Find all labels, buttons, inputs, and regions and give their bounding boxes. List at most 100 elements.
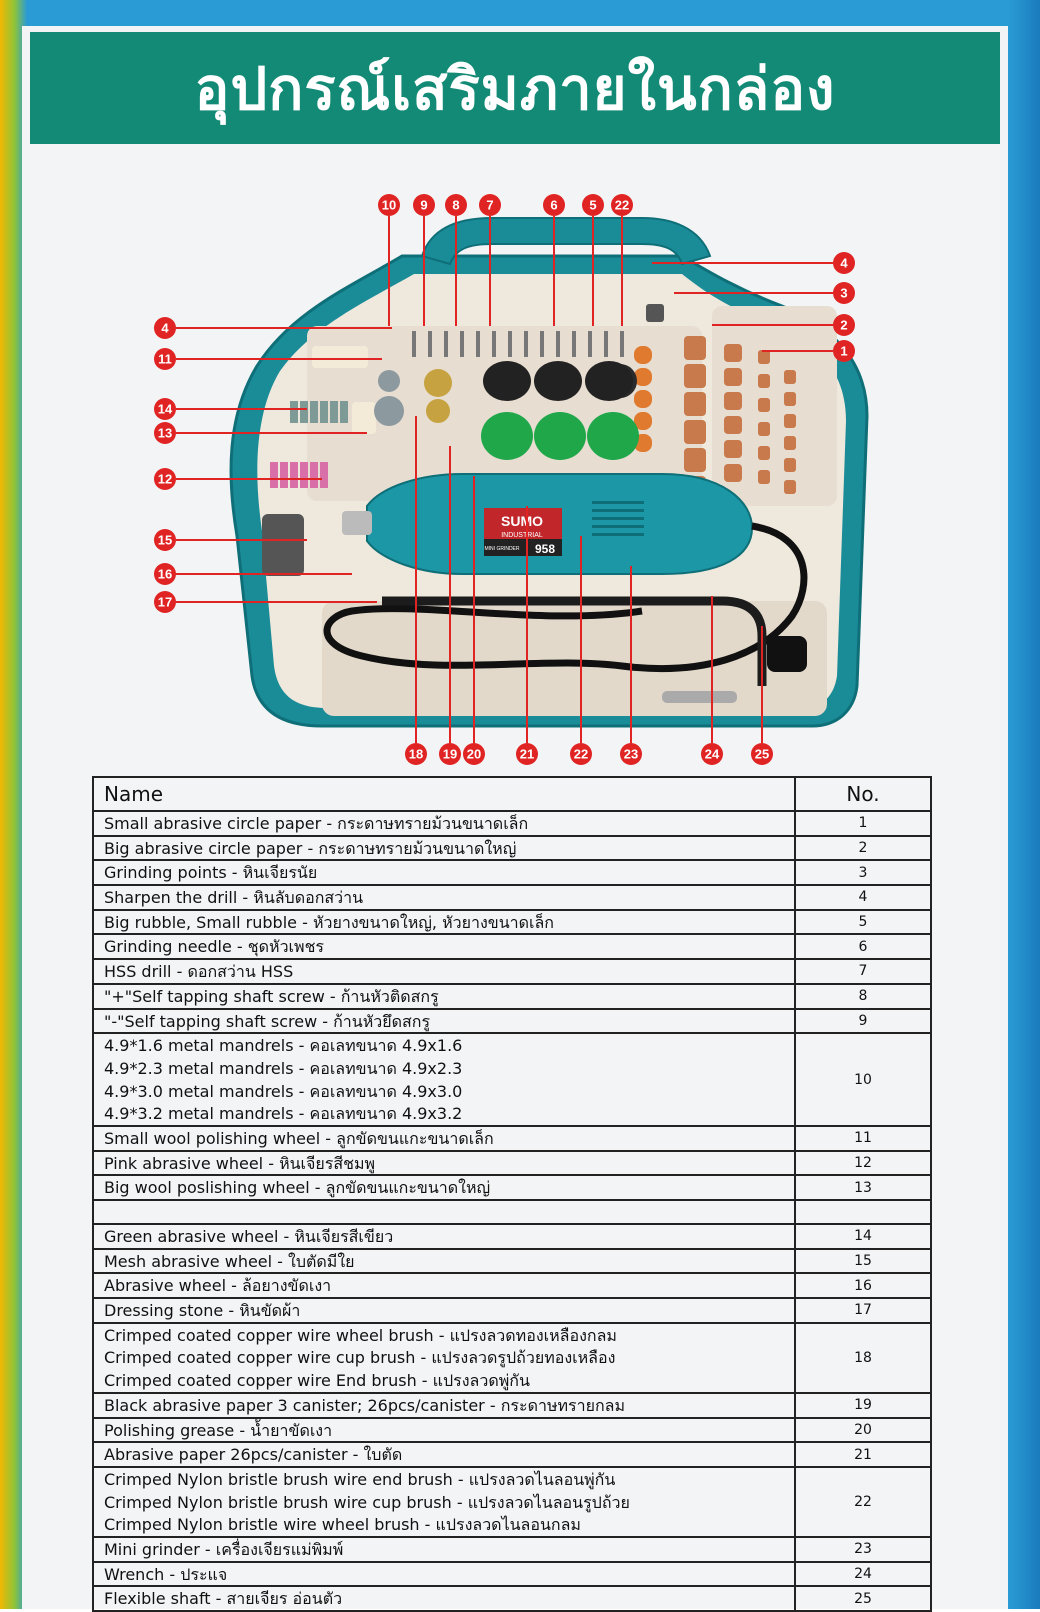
callout-number: 12 <box>158 472 172 487</box>
item-number: 12 <box>794 1149 932 1177</box>
model-label: 958 <box>535 542 555 556</box>
item-number: 14 <box>794 1223 932 1250</box>
item-name: 4.9*1.6 metal mandrels - คอเลทขนาด 4.9x1… <box>104 1036 463 1056</box>
callout-number: 4 <box>840 256 848 271</box>
spacer-cell <box>92 1199 796 1225</box>
callout-badge <box>833 340 855 362</box>
bit-shank <box>508 331 512 357</box>
callout-number: 19 <box>443 747 457 762</box>
item-name-cell: Big wool poslishing wheel - ลูกขัดขนแกะข… <box>92 1174 796 1201</box>
callout-badge <box>833 252 855 274</box>
green-wheel <box>300 401 308 423</box>
green-wheel <box>290 401 298 423</box>
sanding-band-small <box>784 370 796 384</box>
grinding-stone <box>374 396 404 426</box>
item-name-cell: Wrench - ประแจ <box>92 1560 796 1588</box>
callout-number: 11 <box>158 352 172 367</box>
table-row: Pink abrasive wheel - หินเจียรสีชมพู12 <box>92 1149 932 1177</box>
item-name: Abrasive paper 26pcs/canister - ใบตัด <box>104 1445 403 1465</box>
callout-badge <box>751 743 773 765</box>
pink-wheel <box>280 462 288 488</box>
item-number: 16 <box>794 1272 932 1300</box>
brass-brush <box>424 369 452 397</box>
model-plate <box>484 539 562 556</box>
green-wheel <box>310 401 318 423</box>
item-number: 19 <box>794 1391 932 1419</box>
item-name-cell: Small abrasive circle paper - กระดาษทราย… <box>92 810 796 837</box>
sanding-band-big <box>684 448 706 472</box>
table-row: Crimped coated copper wire wheel brush -… <box>92 1321 932 1394</box>
bit-shank <box>556 331 560 357</box>
bit-shank <box>444 331 448 357</box>
sanding-band-small <box>784 480 796 494</box>
sanding-band-big <box>684 392 706 416</box>
callout-badge <box>378 194 400 216</box>
item-name: Crimped coated copper wire wheel brush -… <box>104 1325 617 1345</box>
table-row: Big rubble, Small rubble - หัวยางขนาดใหญ… <box>92 908 932 936</box>
item-number: 3 <box>794 859 932 887</box>
item-name-cell: Grinding needle - ชุดหัวเพชร <box>92 933 796 961</box>
tray-cable <box>322 601 827 716</box>
grinder-collet <box>342 511 372 535</box>
callout-number: 14 <box>158 402 173 417</box>
callout-badge <box>154 591 176 613</box>
brass-brush <box>426 399 450 423</box>
table-row: Big wool poslishing wheel - ลูกขัดขนแกะข… <box>92 1174 932 1201</box>
shaft-handpiece <box>662 691 737 703</box>
spacer-cell <box>794 1199 932 1225</box>
bit-shank <box>524 331 528 357</box>
item-number: 5 <box>794 908 932 936</box>
item-name: Big wool poslishing wheel - ลูกขัดขนแกะข… <box>104 1178 491 1198</box>
item-name: Abrasive wheel - ล้อยางขัดเงา <box>104 1276 332 1296</box>
item-name-cell: Polishing grease - น้ำยาขัดเงา <box>92 1416 796 1444</box>
table-row: Small abrasive circle paper - กระดาษทราย… <box>92 810 932 837</box>
item-name-cell: Abrasive paper 26pcs/canister - ใบตัด <box>92 1441 796 1468</box>
item-name: Dressing stone - หินขัดผ้า <box>104 1301 301 1321</box>
item-name: 4.9*3.0 metal mandrels - คอเลทขนาด 4.9x3… <box>104 1081 463 1101</box>
callout-number: 7 <box>486 198 493 213</box>
brand-label: SUMO <box>501 513 543 529</box>
sanding-band-small <box>758 398 770 412</box>
item-name-cell: Small wool polishing wheel - ลูกขัดขนแกะ… <box>92 1124 796 1152</box>
mesh-wheel-stack <box>262 514 304 576</box>
callout-badge <box>833 314 855 336</box>
sanding-band-big <box>724 392 742 410</box>
callout-badge <box>516 743 538 765</box>
callout-number: 24 <box>705 747 720 762</box>
callout-badge <box>833 282 855 304</box>
item-name: Mini grinder - เครื่องเจียรแม่พิมพ์ <box>104 1539 344 1559</box>
item-name: Sharpen the drill - หินลับดอกสว่าน <box>104 888 364 908</box>
bit-shank <box>428 331 432 357</box>
sanding-band-big <box>684 364 706 388</box>
item-name: Big rubble, Small rubble - หัวยางขนาดใหญ… <box>104 912 554 932</box>
callout-badge <box>620 743 642 765</box>
sanding-band-small <box>758 350 770 364</box>
bit-shank <box>604 331 608 357</box>
pink-wheel <box>270 462 278 488</box>
sanding-band-small <box>784 414 796 428</box>
sanding-band-big <box>684 336 706 360</box>
item-name: Mesh abrasive wheel - ใบตัดมีใย <box>104 1251 355 1271</box>
item-name: Flexible shaft - สายเจียร อ่อนตัว <box>104 1589 343 1609</box>
bit-shank <box>540 331 544 357</box>
callout-badge <box>154 317 176 339</box>
callout-badge <box>463 743 485 765</box>
sanding-band-small <box>758 422 770 436</box>
item-name-cell: Crimped coated copper wire wheel brush -… <box>92 1321 796 1394</box>
grinding-stone <box>378 370 400 392</box>
item-name: Crimped coated copper wire End brush - แ… <box>104 1371 530 1391</box>
accessory-table: Name No. Small abrasive circle paper - ก… <box>92 776 932 1612</box>
callout-badge <box>154 529 176 551</box>
callout-badge <box>479 194 501 216</box>
callout-badge <box>154 563 176 585</box>
sanding-band-small <box>758 446 770 460</box>
